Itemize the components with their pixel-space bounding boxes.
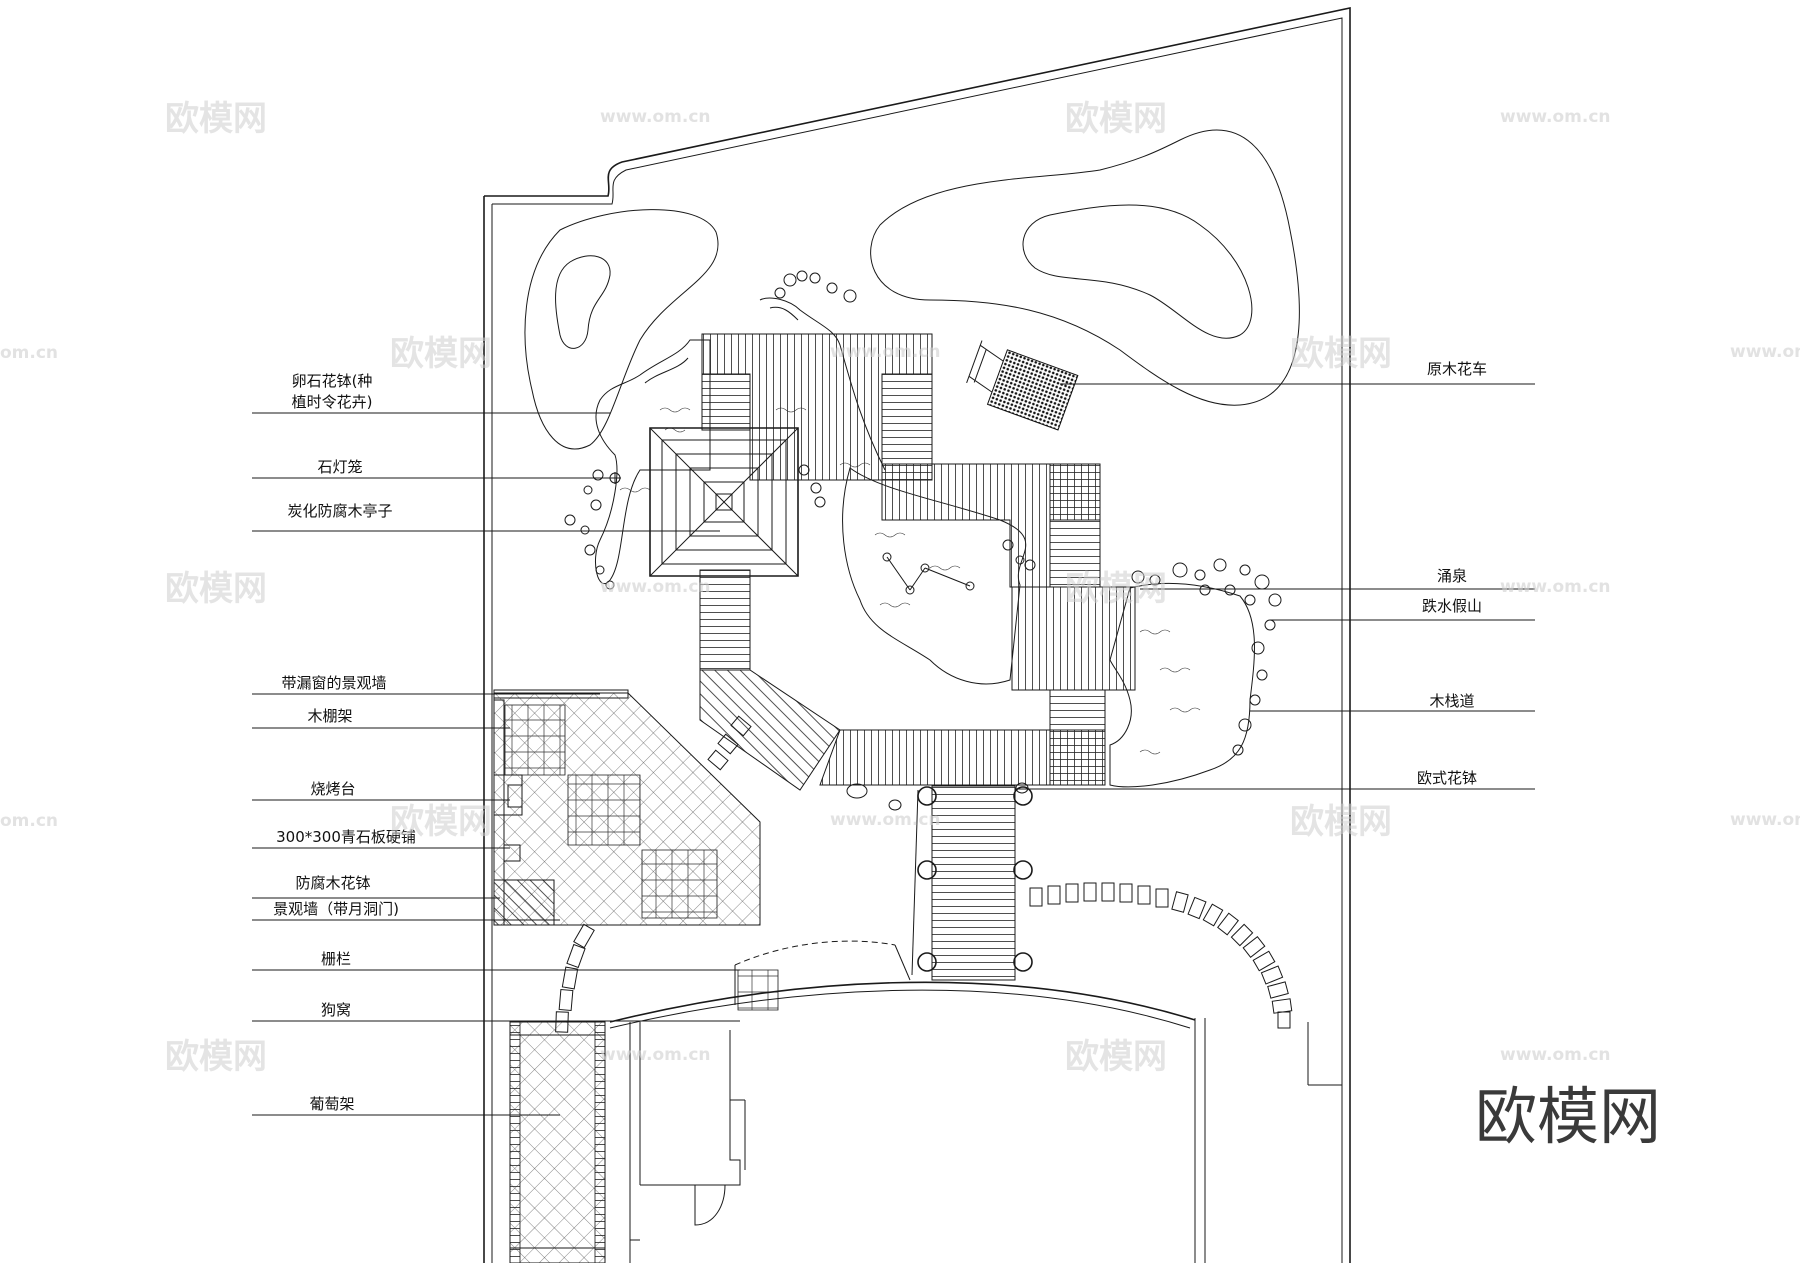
- site-boundary: [484, 8, 1350, 1263]
- watermark-brand: 欧模网: [1065, 99, 1167, 139]
- label-wood-trellis: 木棚架: [307, 707, 352, 725]
- wood-cart: [962, 341, 1078, 430]
- label-boardwalk: 木栈道: [1429, 692, 1474, 710]
- lawn-right-inner: [1023, 205, 1252, 338]
- label-pavilion: 炭化防腐木亭子: [287, 502, 392, 520]
- label-wood-planter: 防腐木花钵: [295, 874, 370, 892]
- label-fence: 栅栏: [321, 950, 351, 968]
- watermark-url: www.om.cn: [1730, 342, 1800, 362]
- lawn-left-inner: [556, 256, 611, 349]
- watermark-brand: 欧模网: [1290, 334, 1392, 374]
- house-outline: [610, 982, 1342, 1263]
- label-waterfall-rockery: 跌水假山: [1422, 597, 1482, 615]
- patio-paving: [494, 690, 760, 925]
- grape-trellis: [510, 1022, 605, 1263]
- label-feature-wall-window: 带漏窗的景观墙: [281, 674, 386, 692]
- curved-stepping-stones: [1030, 883, 1292, 1028]
- pond-right: [1110, 583, 1254, 786]
- label-bbq: 烧烤台: [310, 780, 355, 798]
- label-bluestone-paving: 300*300青石板硬铺: [276, 828, 416, 846]
- watermark-url: www.om.cn: [830, 810, 941, 830]
- label-fountain: 涌泉: [1437, 567, 1467, 585]
- stepping-path-left: [556, 924, 595, 1032]
- watermark-url-partial: om.cn: [0, 811, 58, 831]
- brand-logo-text: 欧模网: [1475, 1080, 1661, 1153]
- watermark-url-partial: om.cn: [0, 343, 58, 363]
- moon-gate-fence: [735, 941, 910, 1010]
- watermarks: 欧模网 www.om.cn 欧模网 www.om.cn om.cn 欧模网 ww…: [0, 99, 1800, 1077]
- watermark-url: www.om.cn: [1500, 1045, 1611, 1065]
- watermark-brand: 欧模网: [165, 569, 267, 609]
- label-stone-lantern: 石灯笼: [317, 458, 362, 476]
- lawn-right: [871, 130, 1300, 405]
- watermark-url: www.om.cn: [1500, 577, 1611, 597]
- watermark-brand: 欧模网: [390, 334, 492, 374]
- watermark-url: www.om.cn: [1730, 810, 1800, 830]
- watermark-brand: 欧模网: [390, 802, 492, 842]
- watermark-brand: 欧模网: [1065, 569, 1167, 609]
- watermark-url: www.om.cn: [600, 107, 711, 127]
- labels-right: 原木花车 涌泉 跌水假山 木栈道 欧式花钵: [1417, 360, 1487, 787]
- leader-lines-right: [1015, 384, 1535, 789]
- label-moon-gate-wall: 景观墙（带月洞门): [273, 900, 399, 918]
- leader-lines-left: [252, 413, 740, 1115]
- boardwalk-deck: [700, 334, 1135, 790]
- label-doghouse: 狗窝: [321, 1001, 351, 1019]
- watermark-url: www.om.cn: [1500, 107, 1611, 127]
- label-pebble-planter-line1: 卵石花钵(种: [292, 372, 373, 390]
- lawn-left: [525, 210, 718, 449]
- fountain-jets: [883, 553, 974, 594]
- watermark-url: www.om.cn: [830, 342, 941, 362]
- labels-left: 卵石花钵(种 植时令花卉) 石灯笼 炭化防腐木亭子 带漏窗的景观墙 木棚架 烧烤…: [273, 372, 416, 1113]
- watermark-url: www.om.cn: [600, 1045, 711, 1065]
- watermark-url: www.om.cn: [600, 577, 711, 597]
- label-grape-trellis: 葡萄架: [309, 1095, 354, 1113]
- stepping-stones: [708, 716, 1028, 810]
- watermark-brand: 欧模网: [165, 99, 267, 139]
- pavilion: [650, 428, 798, 576]
- label-pebble-planter-line2: 植时令花卉): [292, 393, 373, 411]
- pond-outline: [595, 340, 710, 584]
- label-euro-planter: 欧式花钵: [1417, 769, 1477, 787]
- main-walkway: [912, 786, 1032, 980]
- label-wood-cart: 原木花车: [1427, 360, 1487, 378]
- watermark-brand: 欧模网: [1065, 1037, 1167, 1077]
- watermark-brand: 欧模网: [1290, 802, 1392, 842]
- watermark-brand: 欧模网: [165, 1037, 267, 1077]
